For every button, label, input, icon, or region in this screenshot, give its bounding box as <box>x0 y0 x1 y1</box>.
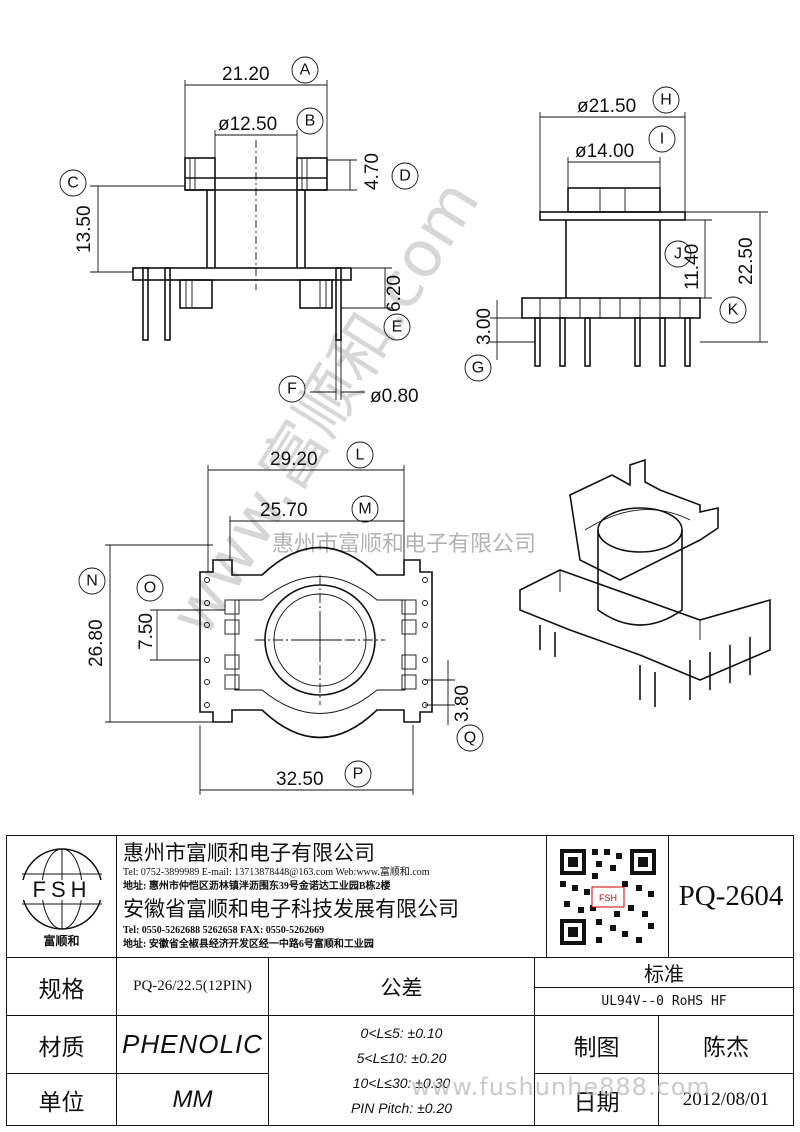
side-view: ø21.50 ø14.00 11.40 22.50 3.00 <box>474 96 768 367</box>
spec-label: 规格 <box>7 958 117 1016</box>
callout-k: K <box>719 296 747 324</box>
company2-contact: Tel: 0550-5262688 5262658 FAX: 0550-5262… <box>123 925 325 936</box>
dim-b: ø12.50 <box>218 114 277 135</box>
svg-text:K: K <box>728 302 739 319</box>
globe-logo-icon: FSH <box>19 848 104 930</box>
date-value: 2012/08/01 <box>682 1088 770 1110</box>
dim-d: 4.70 <box>362 153 383 190</box>
dim-h: ø21.50 <box>577 96 636 117</box>
callout-i: I <box>648 125 676 153</box>
dim-j: 11.40 <box>682 244 703 290</box>
svg-text:H: H <box>660 92 672 109</box>
svg-text:F: F <box>287 381 297 398</box>
dim-q: 3.80 <box>452 685 473 722</box>
tolerance-item: 5<L≤10: ±0.20 <box>356 1049 447 1066</box>
qr-code-icon: FSH <box>555 844 660 949</box>
company1-contact: Tel: 0752-3899989 E-mail: 13713878448@16… <box>123 867 430 878</box>
svg-text:E: E <box>392 319 403 336</box>
callout-labels: A B C D E F G H I J K L M N O P Q <box>59 56 747 788</box>
tolerance-item: 10<L≤30: ±0.30 <box>352 1074 451 1091</box>
dim-e: 6.20 <box>384 275 405 312</box>
watermark-site-bottom: www.fushunhe888.com <box>411 1073 711 1101</box>
spec-value: PQ-26/22.5(12PIN) <box>117 958 269 1016</box>
svg-text:B: B <box>305 113 316 130</box>
company1-address: 地址: 惠州市仲恺区沥林镇泮沥围东39号金诺达工业园B栋2楼 <box>123 881 391 892</box>
dim-k: 22.50 <box>736 237 757 285</box>
callout-d: D <box>391 162 419 190</box>
dim-m: 25.70 <box>260 500 308 521</box>
drawn-value: 陈杰 <box>659 1016 793 1074</box>
dim-f: ø0.80 <box>370 386 419 407</box>
logo-cell: FSH 富顺和 <box>7 836 117 958</box>
unit-value: MM <box>117 1074 269 1125</box>
callout-b: B <box>296 107 324 135</box>
svg-text:C: C <box>67 175 79 192</box>
standard-label: 标准 <box>535 958 793 988</box>
dim-p: 32.50 <box>276 769 324 790</box>
svg-text:I: I <box>660 131 664 148</box>
callout-c: C <box>59 169 87 197</box>
tolerance-list: 0<L≤5: ±0.10 5<L≤10: ±0.20 10<L≤30: ±0.3… <box>269 1016 535 1125</box>
dim-o: 7.50 <box>136 613 157 650</box>
material-label: 材质 <box>7 1016 117 1074</box>
svg-text:N: N <box>86 573 98 590</box>
svg-text:D: D <box>399 168 411 185</box>
qr-cell: FSH <box>547 836 669 958</box>
tolerance-label: 公差 <box>269 958 535 1016</box>
dim-a: 21.20 <box>222 64 270 85</box>
company-info: 惠州市富顺和电子有限公司 Tel: 0752-3899989 E-mail: 1… <box>117 836 547 958</box>
tolerance-item: PIN Pitch: ±0.20 <box>350 1099 453 1116</box>
callout-o: O <box>136 574 164 602</box>
svg-text:A: A <box>300 62 311 79</box>
callout-q: Q <box>456 724 484 752</box>
company2-address: 地址: 安徽省全椒县经济开发区经一中路6号富顺和工业园 <box>123 939 374 950</box>
company2-name: 安徽省富顺和电子科技发展有限公司 <box>123 897 459 921</box>
isometric-view <box>519 458 771 707</box>
callout-m: M <box>351 495 379 523</box>
company1-name: 惠州市富顺和电子有限公司 <box>123 841 375 865</box>
dim-l: 29.20 <box>270 449 318 470</box>
callout-p: P <box>344 760 372 788</box>
logo-text: FSH <box>32 877 91 902</box>
callout-n: N <box>78 567 106 595</box>
title-block: FSH 富顺和 惠州市富顺和电子有限公司 Tel: 0752-3899989 E… <box>6 835 794 1126</box>
logo-caption: 富顺和 <box>43 934 80 948</box>
svg-text:Q: Q <box>464 730 476 747</box>
front-view: 21.20 ø12.50 13.50 4.70 6.20 ø0.80 <box>74 64 419 407</box>
dim-g: 3.00 <box>474 308 495 345</box>
svg-text:M: M <box>358 501 371 518</box>
drawn-label: 制图 <box>535 1016 659 1074</box>
tolerance-item: 0<L≤5: ±0.10 <box>360 1024 443 1041</box>
date-label: 日期 <box>535 1074 659 1125</box>
svg-text:G: G <box>472 360 484 377</box>
svg-text:J: J <box>674 246 682 263</box>
dim-i: ø14.00 <box>575 141 634 162</box>
callout-a: A <box>291 56 319 84</box>
bottom-view: 29.20 25.70 26.80 7.50 32.50 3.80 <box>86 449 473 795</box>
unit-label: 单位 <box>7 1074 117 1125</box>
svg-text:O: O <box>144 580 156 597</box>
callout-j: J <box>664 240 692 268</box>
watermark: www.富顺和.com 惠州市富顺和电子有限公司 <box>156 168 536 649</box>
callout-f: F <box>278 375 306 403</box>
svg-text:P: P <box>353 766 364 783</box>
qr-text: FSH <box>599 893 617 903</box>
callout-l: L <box>346 441 374 469</box>
bobbin-drawing: www.富顺和.com 惠州市富顺和电子有限公司 <box>59 56 771 795</box>
dim-c: 13.50 <box>74 205 95 253</box>
part-number: PQ-2604 <box>669 836 793 958</box>
standard-value: UL94V--0 RoHS HF <box>535 988 793 1016</box>
dim-n: 26.80 <box>86 619 107 667</box>
material-value: PHENOLIC <box>117 1016 269 1074</box>
callout-e: E <box>383 313 411 341</box>
callout-g: G <box>464 354 492 382</box>
callout-h: H <box>652 86 680 114</box>
svg-text:L: L <box>356 447 365 464</box>
